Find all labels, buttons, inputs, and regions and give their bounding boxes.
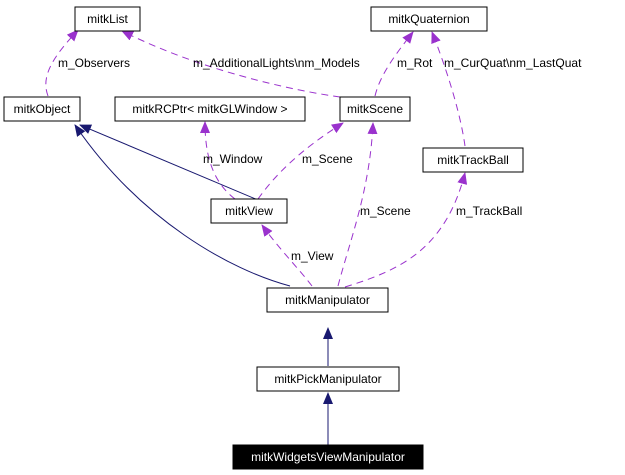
- edge-label-window: m_Window: [203, 152, 263, 166]
- node-label-mitk-view: mitkView: [225, 204, 273, 218]
- usage-edge-view-to-scene: [257, 122, 344, 200]
- node-label-mitk-object: mitkObject: [14, 102, 71, 116]
- usage-edge-scene-to-quaternion: [374, 31, 414, 97]
- edge-label-rot: m_Rot: [397, 56, 433, 70]
- node-mitk-trackball[interactable]: mitkTrackBall: [422, 147, 524, 173]
- edge-label-view: m_View: [291, 249, 334, 263]
- node-label-mitk-list: mitkList: [87, 12, 128, 26]
- usage-edge-object-to-list: [45, 29, 79, 97]
- node-mitk-scene[interactable]: mitkScene: [339, 96, 411, 122]
- inherit-edge-manipulator-to-object: [74, 124, 291, 287]
- node-mitk-list[interactable]: mitkList: [74, 6, 141, 32]
- inherit-edge-view-to-object: [79, 124, 259, 201]
- usage-edge-manipulator-to-view: [261, 224, 313, 287]
- node-label-mitk-trackball: mitkTrackBall: [437, 153, 509, 167]
- edge-label-scene-view: m_Scene: [302, 152, 353, 166]
- usage-edge-trackball-to-quaternion: [431, 31, 466, 147]
- edge-label-trackball: m_TrackBall: [456, 204, 522, 218]
- node-mitk-rcptr[interactable]: mitkRCPtr< mitkGLWindow >: [114, 96, 306, 122]
- node-mitk-pick-manipulator[interactable]: mitkPickManipulator: [256, 366, 400, 392]
- node-mitk-widgets-view-manipulator[interactable]: mitkWidgetsViewManipulator: [232, 444, 424, 470]
- node-mitk-object[interactable]: mitkObject: [3, 96, 81, 122]
- node-label-mitk-widgets-view-manipulator: mitkWidgetsViewManipulator: [251, 450, 405, 464]
- node-label-mitk-rcptr: mitkRCPtr< mitkGLWindow >: [132, 102, 287, 116]
- node-mitk-quaternion[interactable]: mitkQuaternion: [370, 6, 488, 32]
- node-mitk-manipulator[interactable]: mitkManipulator: [266, 287, 389, 313]
- node-label-mitk-quaternion: mitkQuaternion: [388, 12, 469, 26]
- node-mitk-view[interactable]: mitkView: [210, 198, 288, 224]
- edge-label-lights-models: m_AdditionalLights\nm_Models: [193, 56, 360, 70]
- edge-label-curquat-lastquat: m_CurQuat\nm_LastQuat: [444, 56, 582, 70]
- edge-label-scene-manipulator: m_Scene: [360, 204, 411, 218]
- usage-edge-view-to-rcptr: [200, 121, 236, 200]
- usage-edge-manipulator-to-scene: [337, 122, 378, 287]
- node-label-mitk-scene: mitkScene: [347, 102, 403, 116]
- node-label-mitk-manipulator: mitkManipulator: [285, 293, 370, 307]
- node-label-mitk-pick-manipulator: mitkPickManipulator: [274, 372, 381, 386]
- edge-label-observers: m_Observers: [58, 56, 130, 70]
- usage-edge-manipulator-to-trackball: [344, 172, 468, 288]
- usage-edge-scene-to-list: [121, 30, 341, 98]
